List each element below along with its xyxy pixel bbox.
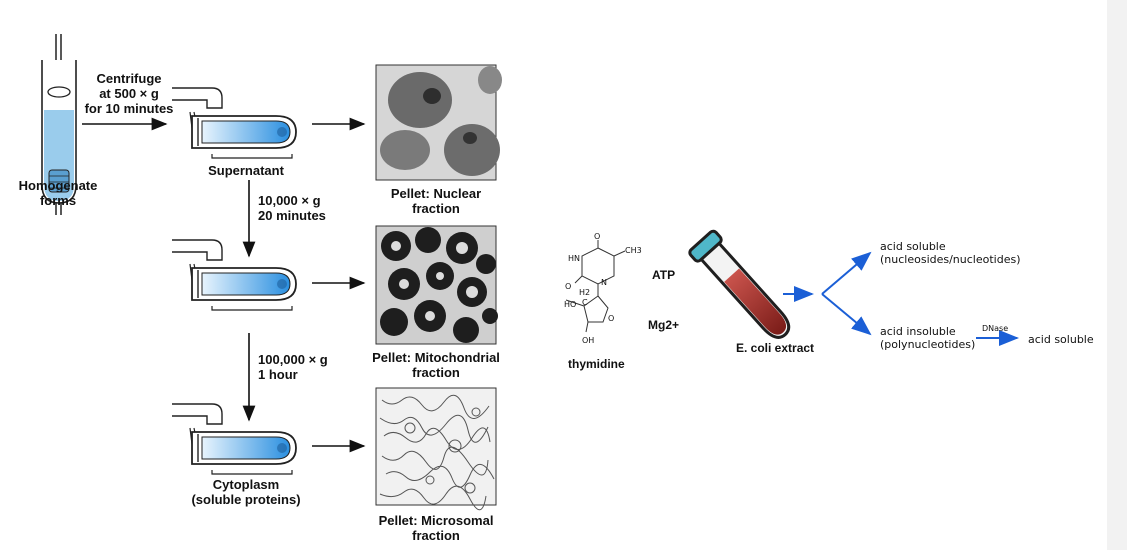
- cytoplasm-label: Cytoplasm (soluble proteins): [191, 477, 301, 507]
- pellet-micro-label: Pellet: Microsomal fraction: [378, 513, 494, 543]
- atom-ho: HO: [564, 300, 577, 309]
- micrograph-mitochondrial: [375, 225, 498, 345]
- supernatant-label: Supernatant: [208, 163, 284, 178]
- atp-label: ATP: [652, 268, 676, 282]
- atom-o3: O: [608, 314, 615, 323]
- atom-oh: OH: [582, 336, 595, 345]
- atom-o2: O: [565, 282, 572, 291]
- micrograph-microsomal: [375, 387, 497, 511]
- atom-o1: O: [594, 232, 601, 241]
- centrifuge-label: Centrifuge at 500 × g for 10 minutes: [84, 71, 174, 116]
- atom-n: N: [601, 278, 607, 287]
- atom-ch3: CH3: [625, 246, 642, 255]
- atom-h2: H2: [579, 288, 591, 297]
- mg-label: Mg2+: [648, 318, 680, 332]
- arrow-to-soluble: [821, 251, 872, 295]
- acid-soluble-label: acid soluble (nucleosides/nucleotides): [880, 240, 1021, 266]
- homogenate-label: Homogenate forms: [18, 178, 98, 208]
- pellet-mito-label: Pellet: Mitochondrial fraction: [372, 350, 500, 380]
- arrow-to-insoluble: [821, 293, 872, 336]
- pellet-nuclear-label: Pellet: Nuclear fraction: [390, 186, 482, 216]
- atom-c: C: [582, 298, 588, 307]
- thymidine-structure: [565, 240, 626, 333]
- centrifuge-tube-2: [172, 239, 297, 311]
- centrifuge-tube-1: [172, 87, 297, 159]
- right-margin-strip: [1107, 0, 1127, 550]
- acid-insoluble-label: acid insoluble (polynucleotides): [880, 325, 976, 351]
- homogenate-tube: [41, 34, 77, 215]
- atom-hn: HN: [568, 254, 580, 263]
- final-acid-soluble-label: acid soluble: [1028, 333, 1094, 346]
- centrifuge-tube-3: [172, 403, 297, 475]
- dnase-label: DNase: [982, 324, 1009, 333]
- ecoli-extract-tube: [688, 229, 791, 339]
- step3-label: 100,000 × g 1 hour: [258, 352, 328, 382]
- thymidine-label: thymidine: [568, 357, 625, 371]
- step2-label: 10,000 × g 20 minutes: [258, 193, 326, 223]
- extract-label: E. coli extract: [736, 341, 815, 355]
- micrograph-nuclear: [375, 64, 502, 181]
